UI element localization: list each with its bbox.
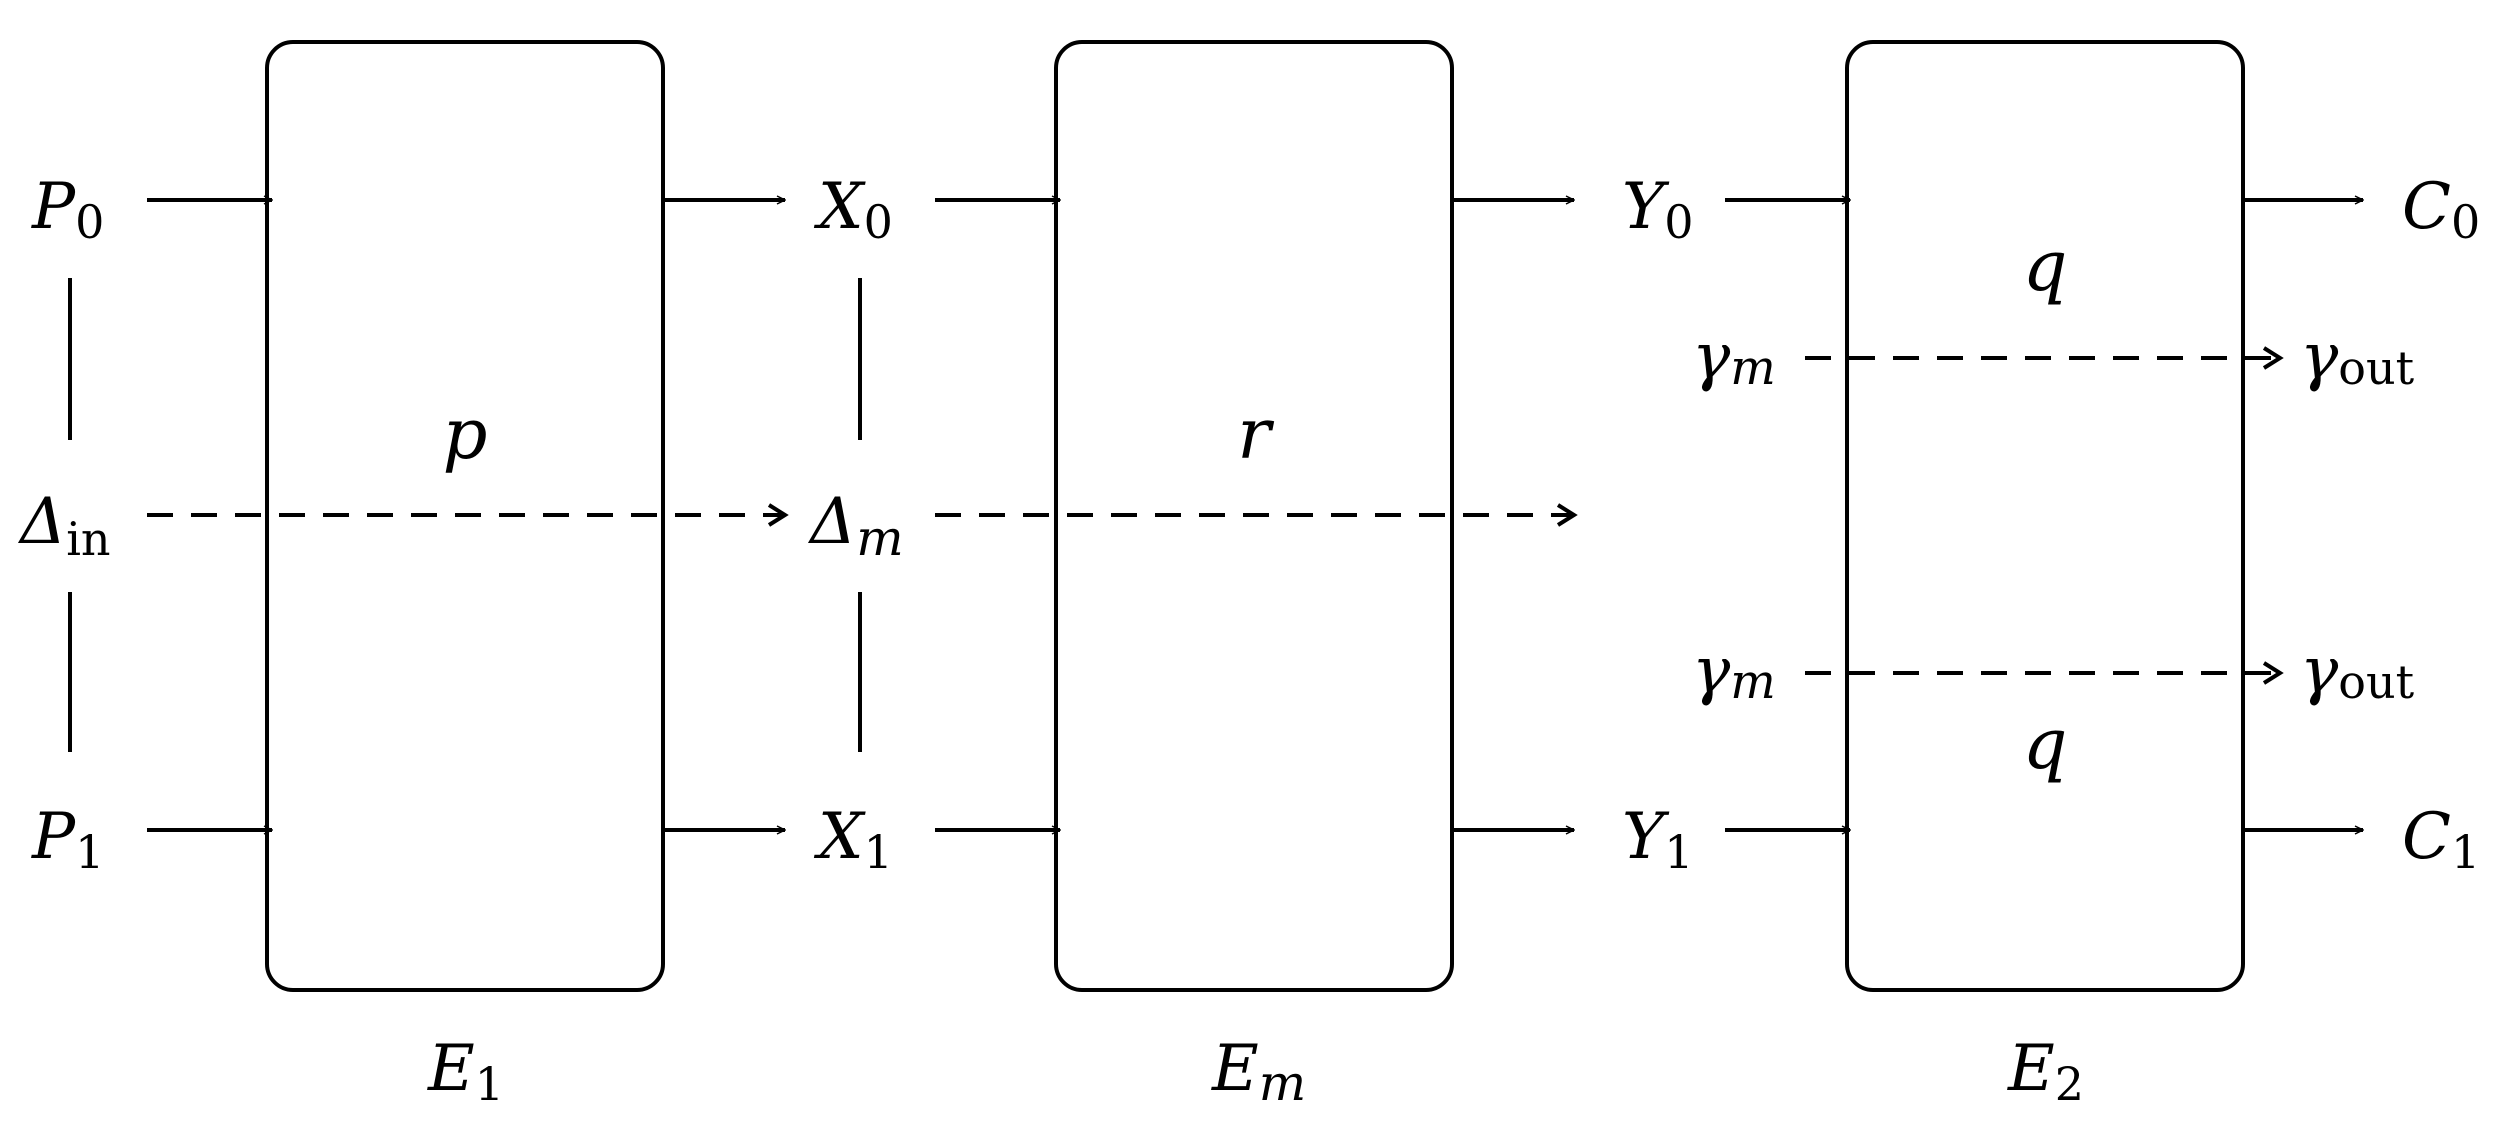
label-e1-inner: p xyxy=(443,393,488,475)
label-e2-inner-top: q xyxy=(2023,225,2068,307)
label-e2-inner-bottom: q xyxy=(2023,703,2068,785)
arrowhead-gamma-bottom xyxy=(2262,661,2284,685)
box-e1 xyxy=(265,40,665,992)
label-gamma-out-top: γout xyxy=(2300,320,2415,395)
label-p1: P1 xyxy=(31,800,104,879)
label-x1: X1 xyxy=(813,800,893,879)
caption-e1: E1 xyxy=(427,1032,504,1111)
label-y1: Y1 xyxy=(1622,800,1694,879)
label-x0: X0 xyxy=(813,170,893,249)
arrowhead-delta-m-out xyxy=(1556,503,1578,527)
box-e2 xyxy=(1845,40,2245,992)
label-c1: C1 xyxy=(2402,800,2480,879)
label-y0: Y0 xyxy=(1622,170,1694,249)
label-c0: C0 xyxy=(2402,170,2480,249)
label-p0: P0 xyxy=(31,170,104,249)
caption-e2: E2 xyxy=(2007,1032,2084,1111)
box-em xyxy=(1054,40,1454,992)
label-gamma-m-bottom: γm xyxy=(1692,634,1776,710)
caption-em: Em xyxy=(1211,1032,1306,1112)
arrowhead-gamma-top xyxy=(2262,346,2284,370)
arrowhead-delta-m xyxy=(767,503,789,527)
label-gamma-m-top: γm xyxy=(1692,320,1776,396)
label-gamma-out-bottom: γout xyxy=(2300,634,2415,709)
label-delta-m: Δm xyxy=(807,485,904,567)
label-delta-in: Δin xyxy=(17,485,111,566)
label-em-inner: r xyxy=(1237,393,1274,475)
